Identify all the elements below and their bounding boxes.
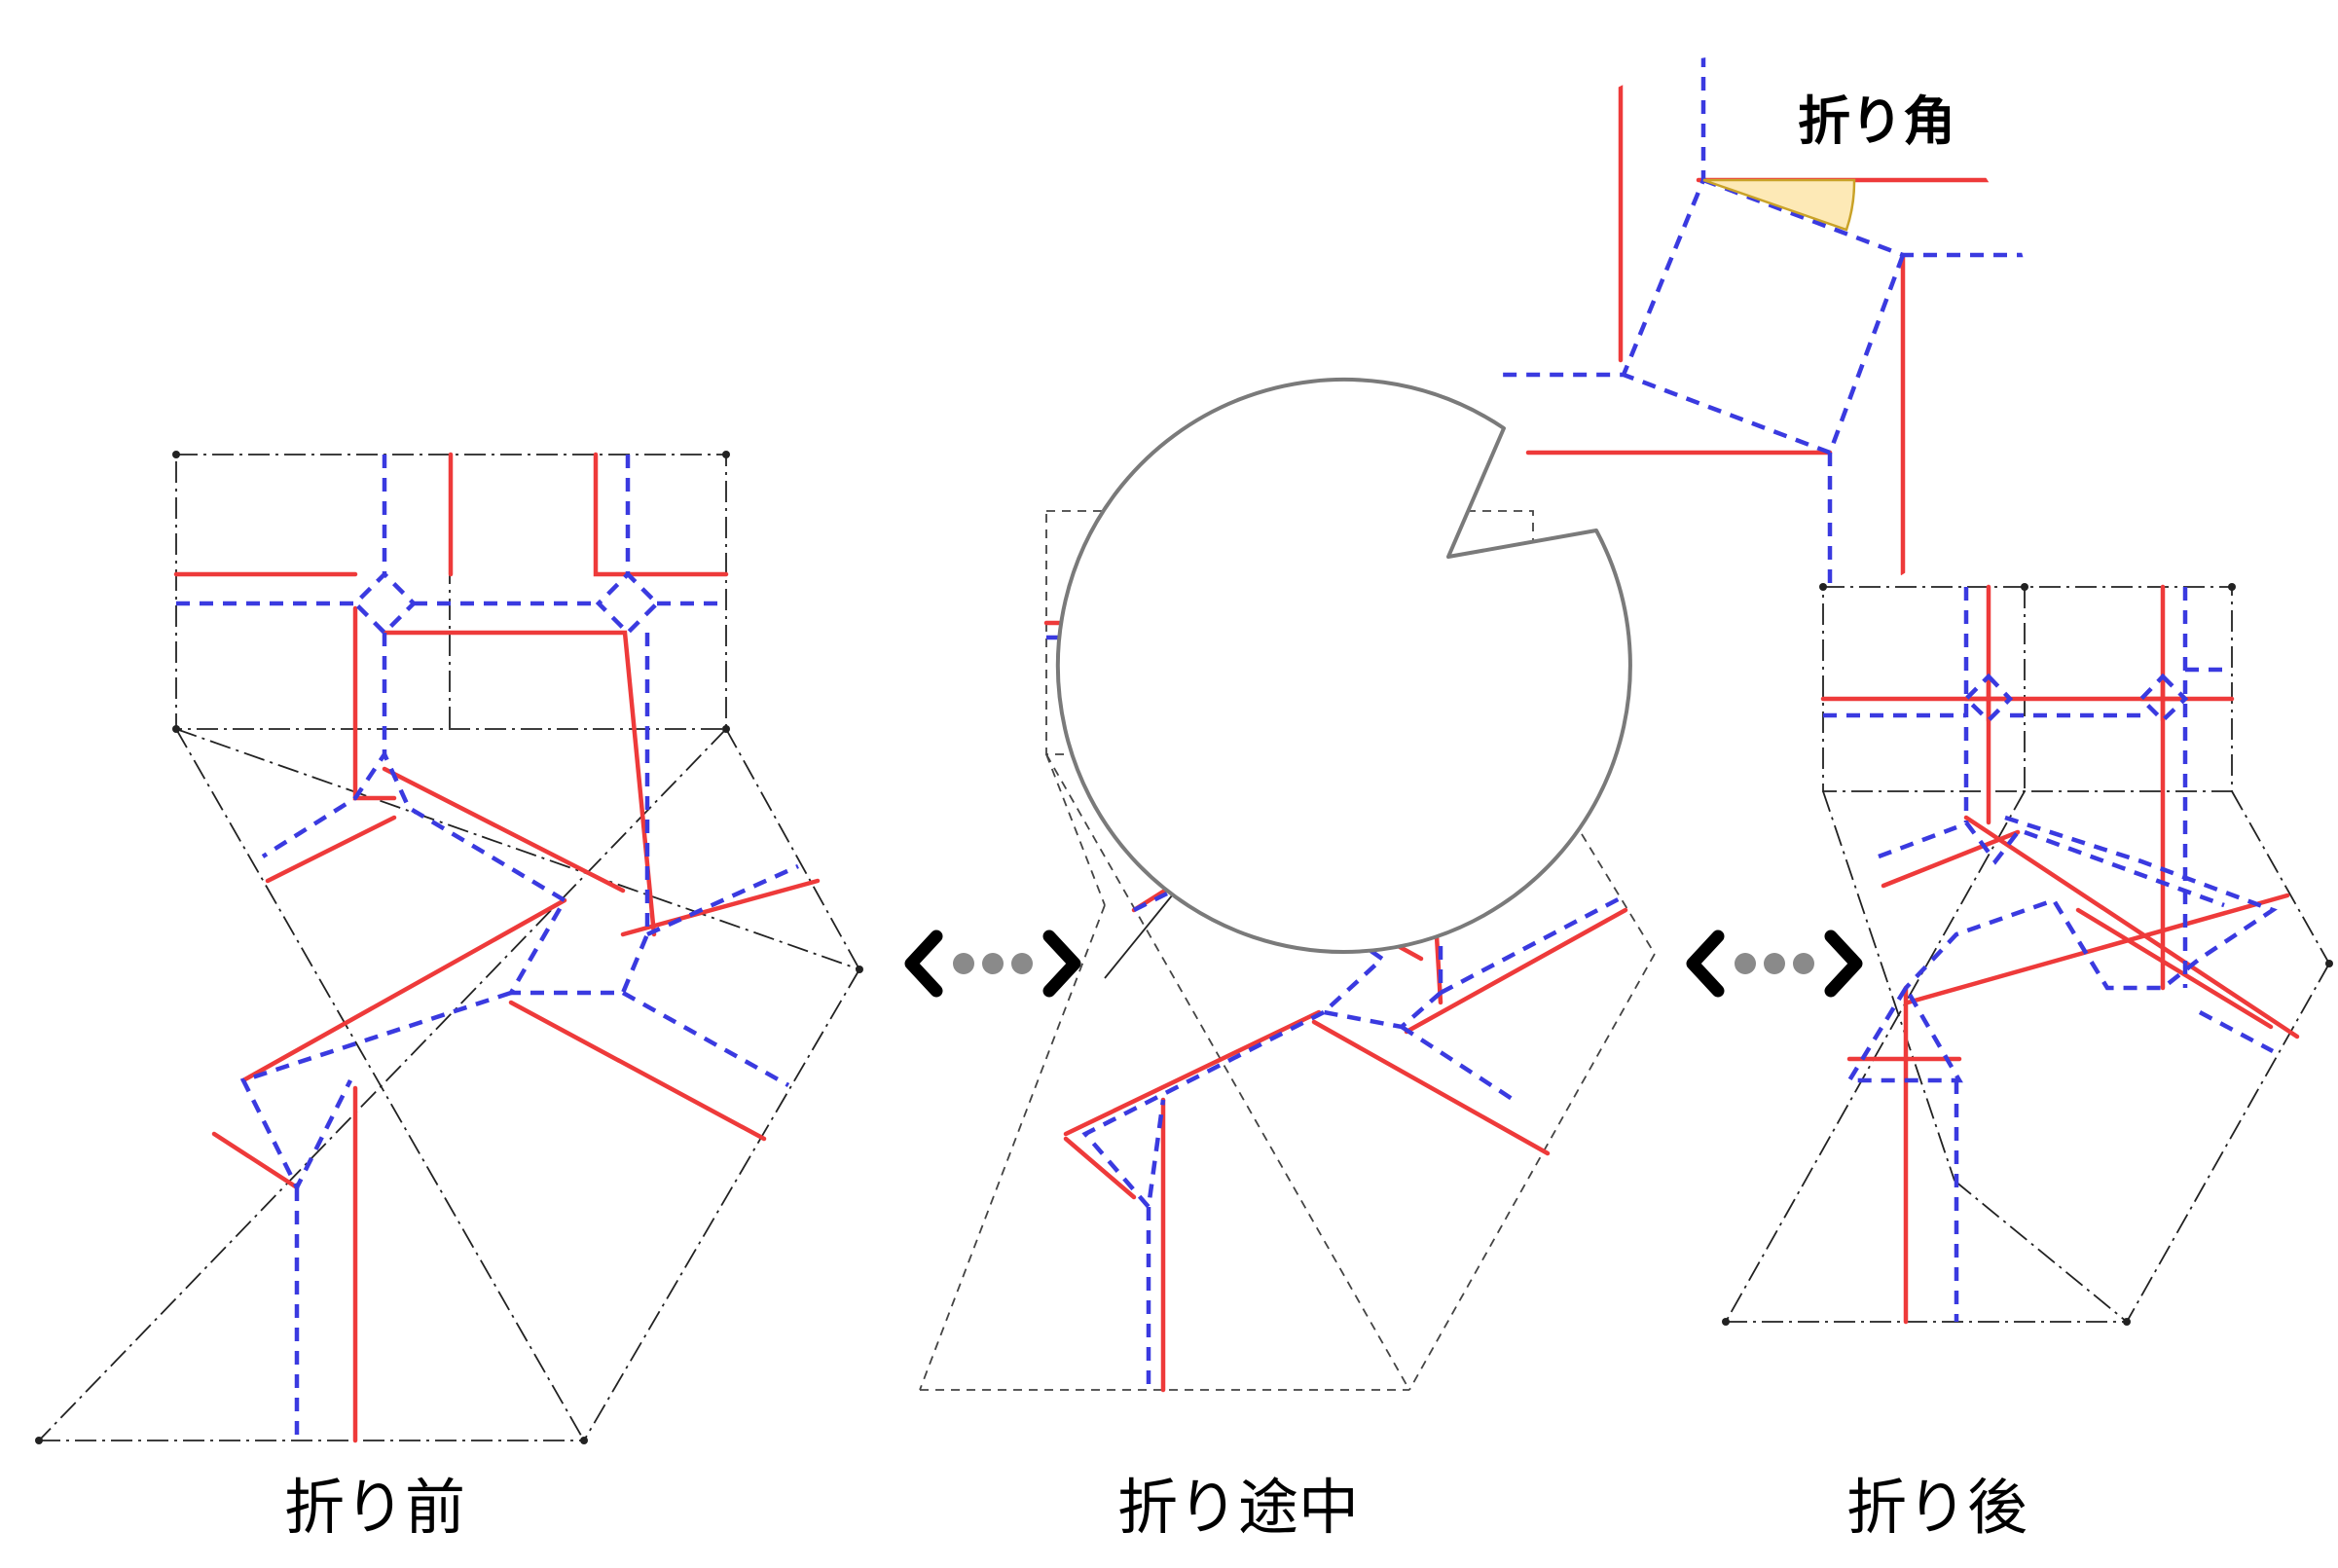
panel-after [1722,583,2333,1326]
fold-angle-wedge [1702,178,1856,232]
caption-before: 折り前 [283,1472,466,1543]
bidirectional-arrow-icon [904,930,1081,998]
zoom-bubble [1055,54,2034,954]
panel-before [35,451,863,1444]
fold-angle-label: 折り角 [1798,91,1955,152]
caption-during: 折り途中 [1116,1472,1360,1543]
caption-after: 折り後 [1845,1472,2028,1543]
bidirectional-arrow-icon [1686,930,1863,998]
